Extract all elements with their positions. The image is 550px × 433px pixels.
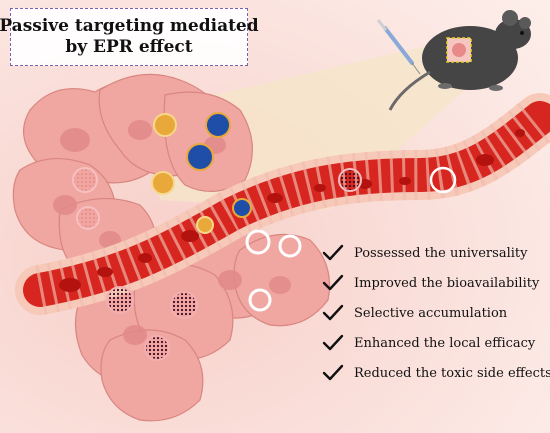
accumulated-nanoparticles <box>106 112 302 361</box>
benefit-list: Possessed the universality Improved the … <box>322 240 550 390</box>
check-icon <box>322 364 344 381</box>
mouse-icon <box>388 10 531 111</box>
check-icon <box>322 274 344 291</box>
check-icon <box>322 334 344 351</box>
blood-vessel <box>15 93 550 315</box>
free-nanoparticles <box>72 167 100 230</box>
check-icon <box>322 244 344 261</box>
title-line-1: Passive targeting mediated <box>0 16 259 36</box>
benefit-item: Possessed the universality <box>322 240 548 266</box>
benefit-label: Reduced the toxic side effects <box>354 365 550 381</box>
vessel-nanoparticles <box>196 166 457 234</box>
benefit-item: Improved the bioavailability <box>322 270 548 296</box>
title-box: Passive targeting mediated by EPR effect <box>0 8 259 66</box>
title-line-2: by EPR effect <box>65 37 193 57</box>
benefit-item: Enhanced the local efficacy <box>322 330 548 356</box>
benefit-item: Reduced the toxic side effects <box>322 360 550 386</box>
syringe-icon <box>376 19 421 75</box>
benefit-label: Selective accumulation <box>354 305 508 321</box>
benefit-label: Enhanced the local efficacy <box>354 335 536 351</box>
benefit-label: Possessed the universality <box>354 245 528 261</box>
benefit-item: Selective accumulation <box>322 300 548 326</box>
check-icon <box>322 304 344 321</box>
benefit-label: Improved the bioavailability <box>354 275 540 291</box>
